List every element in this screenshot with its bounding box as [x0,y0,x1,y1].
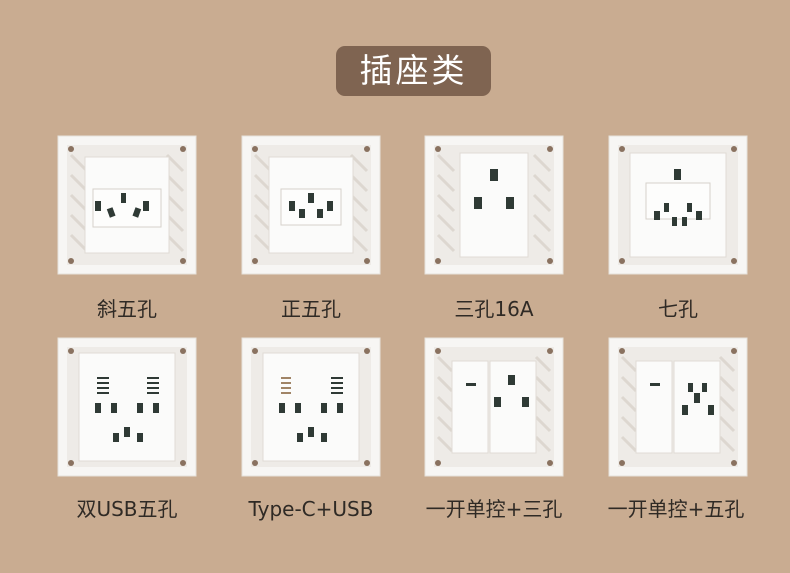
product-label: 七孔 [658,297,698,321]
product-image-typec-usb-five-hole[interactable] [241,337,381,477]
product-label: 一开单控+三孔 [425,497,563,521]
product-label: Type-C+USB [248,497,374,521]
product-image-seven-hole[interactable] [608,135,748,275]
product-label: 斜五孔 [97,297,157,321]
product-label: 双USB五孔 [76,497,178,521]
product-image-switch-five-hole[interactable] [608,337,748,477]
product-label: 三孔16A [454,297,534,321]
product-image-switch-three-hole[interactable] [424,337,564,477]
section-title: 插座类 [336,46,491,96]
product-image-three-hole-16a[interactable] [424,135,564,275]
product-label: 正五孔 [281,297,341,321]
product-image-straight-five-hole[interactable] [241,135,381,275]
product-label: 一开单控+五孔 [607,497,745,521]
product-image-dual-usb-five-hole[interactable] [57,337,197,477]
product-image-diagonal-five-hole[interactable] [57,135,197,275]
